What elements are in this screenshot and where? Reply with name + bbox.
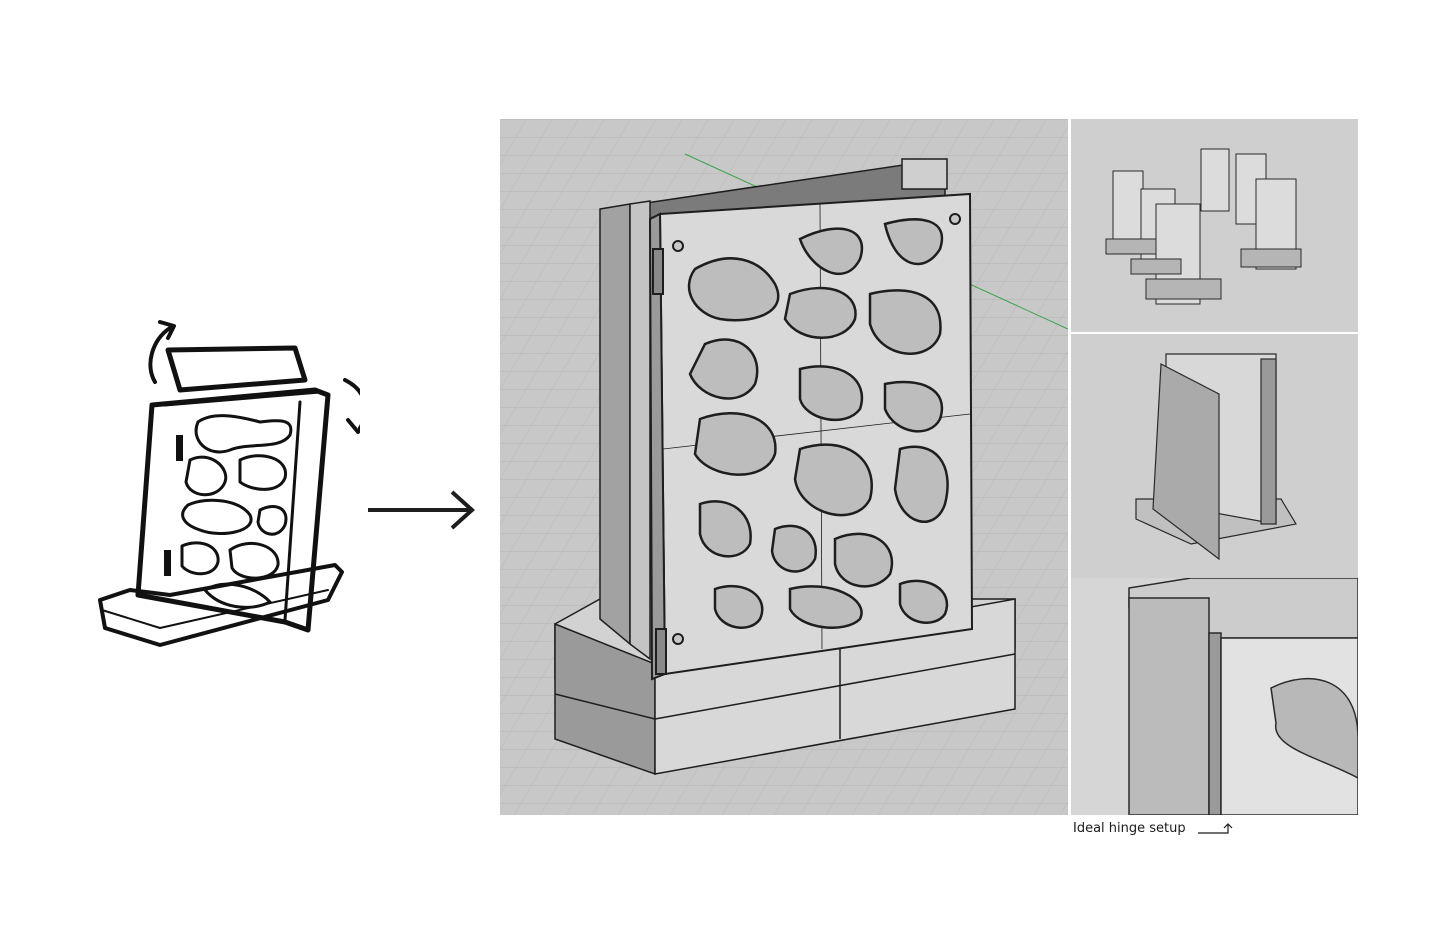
main-3d-render [500,119,1068,815]
render-thumbnail-open-door [1071,334,1358,578]
sketch-drawing [98,320,360,647]
hinge-icon [652,248,664,295]
caption-ideal-hinge: Ideal hinge setup [1073,821,1236,836]
model-door [648,192,974,681]
model-case [599,158,948,661]
render-thumbnail-array [1071,119,1358,332]
screw-top-left [672,240,684,252]
sketch-hinge-top [176,435,183,461]
hooked-arrow-icon [1197,822,1233,834]
right-arrow-icon [366,488,478,532]
sketch-hinge-bottom [164,550,171,576]
sketch-rotate-arrow-left [148,326,172,384]
sketch-rotate-arrow-right [343,378,360,430]
concept-sketch [90,310,360,660]
render-thumbnail-hinge-closeup [1071,578,1358,815]
screw-bottom-left [672,633,684,645]
screw-top-right [949,213,961,225]
sketch-front-panel [135,387,331,633]
caption-text: Ideal hinge setup [1073,821,1186,836]
hinge-icon-bottom [655,628,667,675]
sketch-base [98,563,344,647]
sketch-back-panel [165,345,308,393]
